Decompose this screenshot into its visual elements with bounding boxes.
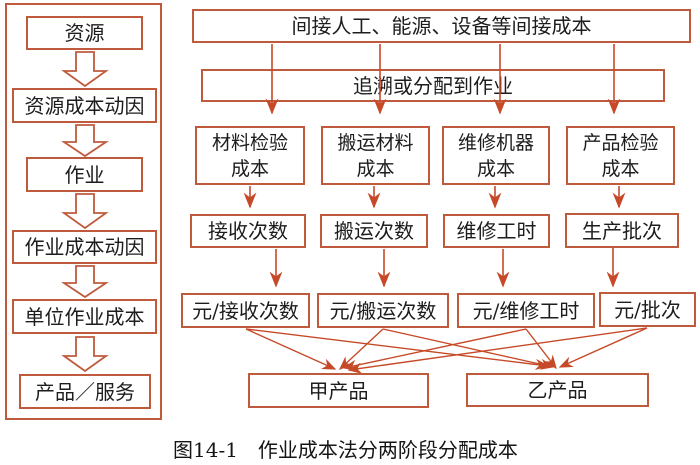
activity-cost-driver-box: 作业成本动因 — [12, 230, 157, 264]
driver-to-rate-arrows — [269, 248, 620, 288]
rate-label: 元/接收次数 — [192, 298, 299, 323]
rate-per-batch-box: 元/批次 — [599, 292, 696, 327]
rate-label: 元/搬运次数 — [329, 298, 437, 323]
rate-label: 元/批次 — [614, 297, 681, 322]
fan-arrow — [342, 328, 527, 371]
rate-per-receiving-box: 元/接收次数 — [181, 293, 310, 328]
cost-pool-line1: 材料检验 — [211, 131, 288, 154]
cost-pool-product-inspection: 产品检验 成本 — [566, 126, 675, 185]
driver-receiving-count-box: 接收次数 — [190, 214, 306, 248]
cost-pool-material-inspection: 材料检验 成本 — [195, 126, 305, 185]
cost-pool-line2: 成本 — [356, 157, 395, 180]
fan-arrow — [245, 328, 337, 370]
cost-pool-line1: 产品检验 — [582, 131, 659, 154]
driver-production-batches-box: 生产批次 — [565, 213, 679, 248]
abc-model-frame — [5, 3, 162, 420]
driver-label: 生产批次 — [582, 218, 662, 243]
cost-pool-line1: 搬运材料 — [337, 131, 414, 154]
cost-pool-line2: 成本 — [476, 157, 515, 180]
rate-per-handling-box: 元/搬运次数 — [317, 293, 449, 328]
fan-arrow — [338, 328, 384, 370]
resources-label: 资源 — [64, 21, 105, 45]
product-a-box: 甲产品 — [248, 373, 429, 408]
fan-arrow — [245, 328, 550, 371]
fan-arrow — [382, 328, 555, 370]
resources-box: 资源 — [26, 16, 143, 50]
resource-cost-driver-box: 资源成本动因 — [12, 88, 157, 123]
driver-label: 维修工时 — [456, 219, 537, 243]
product-b-box: 乙产品 — [466, 373, 649, 407]
unit-activity-cost-label: 单位作业成本 — [24, 304, 145, 329]
cost-to-driver-arrows — [243, 186, 626, 209]
fan-arrow — [525, 328, 557, 370]
fan-arrow — [347, 327, 648, 374]
product-service-box: 产品／服务 — [19, 374, 151, 409]
driver-maintenance-hours-box: 维修工时 — [443, 214, 550, 248]
product-b-label: 乙产品 — [527, 378, 588, 402]
trace-allocate-box: 追溯或分配到作业 — [201, 69, 665, 102]
rate-to-product-fan-lines — [245, 327, 648, 374]
cost-pool-line1: 维修机器 — [457, 131, 534, 154]
cost-pool-line2: 成本 — [601, 157, 640, 180]
rate-per-maintenance-hour-box: 元/维修工时 — [457, 293, 595, 328]
trace-allocate-label: 追溯或分配到作业 — [353, 73, 513, 98]
figure-caption: 图14-1 作业成本法分两阶段分配成本 — [173, 438, 518, 462]
driver-handling-count-box: 搬运次数 — [320, 214, 428, 248]
cost-pool-machine-maintenance: 维修机器 成本 — [442, 126, 550, 185]
activity-label: 作业 — [64, 162, 105, 187]
rate-label: 元/维修工时 — [472, 298, 580, 323]
product-a-label: 甲产品 — [308, 378, 369, 403]
resource-cost-driver-label: 资源成本动因 — [24, 93, 145, 118]
indirect-cost-box: 间接人工、能源、设备等间接成本 — [192, 9, 691, 43]
unit-activity-cost-box: 单位作业成本 — [12, 299, 157, 334]
product-service-label: 产品／服务 — [35, 379, 135, 404]
activity-box: 作业 — [26, 157, 143, 192]
cost-pool-line2: 成本 — [230, 157, 269, 180]
cost-pool-material-handling: 搬运材料 成本 — [321, 126, 430, 185]
driver-label: 接收次数 — [208, 219, 288, 243]
driver-label: 搬运次数 — [334, 219, 414, 243]
indirect-cost-label: 间接人工、能源、设备等间接成本 — [291, 14, 592, 38]
fan-arrow — [558, 327, 648, 368]
activity-cost-driver-label: 作业成本动因 — [24, 235, 145, 259]
